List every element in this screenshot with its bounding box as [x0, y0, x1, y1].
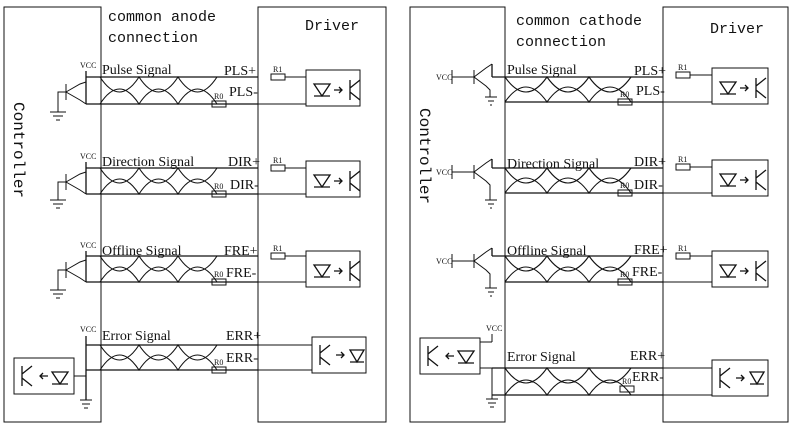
pin-positive: DIR+ [228, 155, 260, 170]
panel-title-line2: connection [516, 34, 606, 51]
r0-label: R0 [214, 92, 223, 101]
signal-label: Error Signal [102, 329, 171, 344]
panel-common-anode: Controller common anode connection Drive… [3, 6, 387, 423]
vcc-label: VCC [436, 168, 452, 177]
driver-label: Driver [710, 21, 764, 38]
r0-label: R0 [620, 270, 629, 279]
pin-negative: DIR- [634, 178, 663, 193]
pin-negative: PLS- [229, 85, 258, 100]
vcc-label: VCC [80, 241, 96, 250]
panel-title-line1: common cathode [516, 13, 642, 30]
r1-label: R1 [678, 244, 687, 253]
pin-positive: FRE+ [634, 243, 668, 258]
controller-box [409, 6, 506, 423]
controller-label: Controller [415, 108, 433, 204]
panel-title-line1: common anode [108, 9, 216, 26]
vcc-label: VCC [80, 152, 96, 161]
signal-label: Error Signal [507, 350, 576, 365]
signal-label: Direction Signal [507, 157, 599, 172]
pulse-channel: Pulse Signal VCC R1 R0 PLS+ PLS- [50, 61, 361, 121]
pin-negative: ERR- [632, 370, 664, 385]
vcc-label: VCC [436, 73, 452, 82]
pin-positive: ERR+ [226, 329, 261, 344]
driver-box [662, 6, 789, 423]
pin-positive: PLS+ [224, 64, 256, 79]
vcc-label: VCC [80, 61, 96, 70]
vcc-label: VCC [436, 257, 452, 266]
r1-label: R1 [273, 244, 282, 253]
controller-label: Controller [9, 102, 27, 198]
signal-label: Pulse Signal [507, 63, 577, 78]
panel-title-line2: connection [108, 30, 198, 47]
pin-negative: PLS- [636, 84, 665, 99]
r1-label: R1 [273, 65, 282, 74]
signal-label: Offline Signal [507, 244, 587, 259]
offline-channel: Offline Signal VCC R1 R0 FRE+ FRE- [436, 243, 769, 297]
panel-common-cathode: Controller common cathode connection Dri… [409, 6, 789, 423]
signal-label: Direction Signal [102, 155, 194, 170]
pin-positive: FRE+ [224, 244, 258, 259]
r0-label: R0 [214, 270, 223, 279]
offline-channel: Offline Signal VCC R1 R0 FRE+ FRE- [50, 241, 361, 299]
r1-label: R1 [273, 156, 282, 165]
r1-label: R1 [678, 63, 687, 72]
r0-label: R0 [622, 377, 631, 386]
pulse-channel: Pulse Signal VCC R1 R0 PLS+ PLS- [436, 63, 769, 106]
driver-box [257, 6, 387, 423]
r0-label: R0 [214, 182, 223, 191]
pin-positive: PLS+ [634, 64, 666, 79]
signal-label: Offline Signal [102, 244, 182, 259]
direction-channel: Direction Signal VCC R1 R0 DIR+ DIR- [436, 155, 769, 209]
r0-label: R0 [620, 181, 629, 190]
controller-box [3, 6, 102, 423]
pin-positive: ERR+ [630, 349, 665, 364]
driver-label: Driver [305, 18, 359, 35]
pin-negative: FRE- [632, 265, 663, 280]
pin-positive: DIR+ [634, 155, 666, 170]
signal-label: Pulse Signal [102, 63, 172, 78]
error-channel: Error Signal VCC R0 ERR+ ERR- [13, 325, 367, 409]
direction-channel: Direction Signal VCC R1 R0 DIR+ DIR- [50, 152, 361, 209]
pin-negative: FRE- [226, 266, 257, 281]
vcc-label: VCC [486, 324, 502, 333]
r0-label: R0 [214, 358, 223, 367]
vcc-label: VCC [80, 325, 96, 334]
error-channel: Error Signal VCC R0 ERR+ ERR- [419, 324, 769, 408]
r1-label: R1 [678, 155, 687, 164]
pin-negative: DIR- [230, 178, 259, 193]
pin-negative: ERR- [226, 351, 258, 366]
r0-label: R0 [620, 90, 629, 99]
